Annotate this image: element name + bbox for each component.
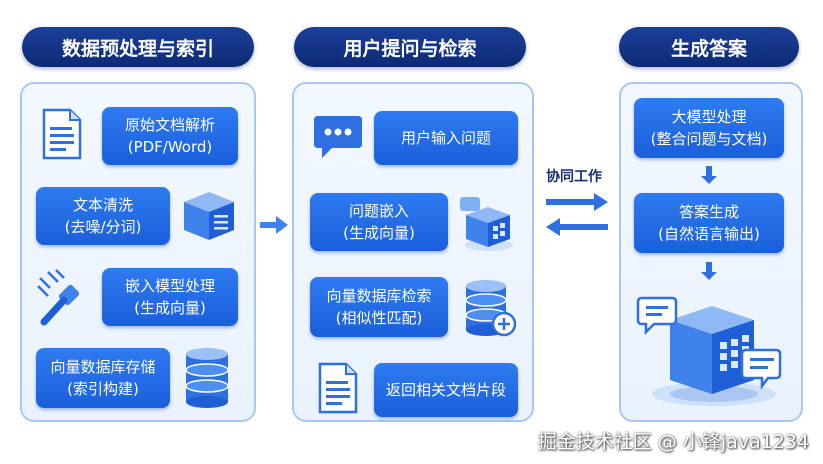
box-raw-document-parse: 原始文档解析 (PDF/Word) [102, 107, 238, 165]
box-vector-db-storage: 向量数据库存储 (索引构建) [36, 348, 170, 408]
box-line2: (生成向量) [343, 224, 415, 242]
header-preprocess: 数据预处理与索引 [22, 27, 254, 67]
box-line1: 向量数据库存储 [50, 358, 156, 376]
header-query-retrieval: 用户提问与检索 [294, 27, 526, 67]
header-generate-answer: 生成答案 [619, 27, 799, 67]
watermark: 掘金技术社区 @ 小锋java1234 [537, 431, 809, 453]
arrow-right-collab-icon [546, 193, 608, 211]
chat-bubble-icon [314, 116, 362, 158]
box-line1: 原始文档解析 [124, 116, 215, 134]
box-line1: 向量数据库检索 [326, 287, 432, 305]
box-line2: (索引构建) [67, 380, 139, 398]
box-line2: (整合问题与文档) [650, 130, 768, 148]
box-llm-processing: 大模型处理 (整合问题与文档) [634, 98, 784, 158]
box-line1: 问题嵌入 [348, 202, 409, 220]
box-line2: (自然语言输出) [658, 225, 760, 243]
box-text-cleaning: 文本清洗 (去噪/分词) [36, 187, 170, 245]
box-line1: 嵌入模型处理 [124, 277, 215, 295]
embedding-brush-icon [37, 269, 80, 326]
box-answer-generation: 答案生成 (自然语言输出) [634, 193, 784, 253]
box-line1: 答案生成 [678, 203, 739, 221]
box-return-doc-snippets: 返回相关文档片段 [374, 363, 518, 417]
document-icon-2 [318, 362, 358, 414]
box-line2: (PDF/Word) [127, 138, 213, 156]
box-vector-db-retrieval: 向量数据库检索 (相似性匹配) [310, 277, 448, 337]
box-user-input-question: 用户输入问题 [374, 111, 518, 165]
database-icon [185, 348, 229, 408]
box-question-embedding: 问题嵌入 (生成向量) [310, 193, 448, 251]
arrow-down-icon [701, 166, 717, 184]
arrow-right-icon [260, 216, 288, 234]
database-search-icon [465, 280, 517, 337]
box-line2: (相似性匹配) [335, 309, 423, 327]
box-line1: 文本清洗 [72, 196, 133, 214]
box-line1: 返回相关文档片段 [385, 381, 506, 399]
box-line1: 大模型处理 [671, 108, 747, 126]
connector-label: 协同工作 [546, 169, 602, 185]
embedding-cube-icon [460, 197, 513, 251]
box-line2: (去噪/分词) [64, 218, 142, 236]
arrow-left-collab-icon [546, 218, 608, 236]
arrow-down-icon-2 [701, 262, 717, 280]
document-icon [42, 108, 82, 160]
ai-server-chat-icon [636, 296, 782, 406]
box-line1: 用户输入问题 [400, 129, 491, 147]
box-line2: (生成向量) [134, 299, 206, 317]
box-embedding-model: 嵌入模型处理 (生成向量) [102, 268, 238, 326]
server-cube-icon [184, 192, 234, 240]
